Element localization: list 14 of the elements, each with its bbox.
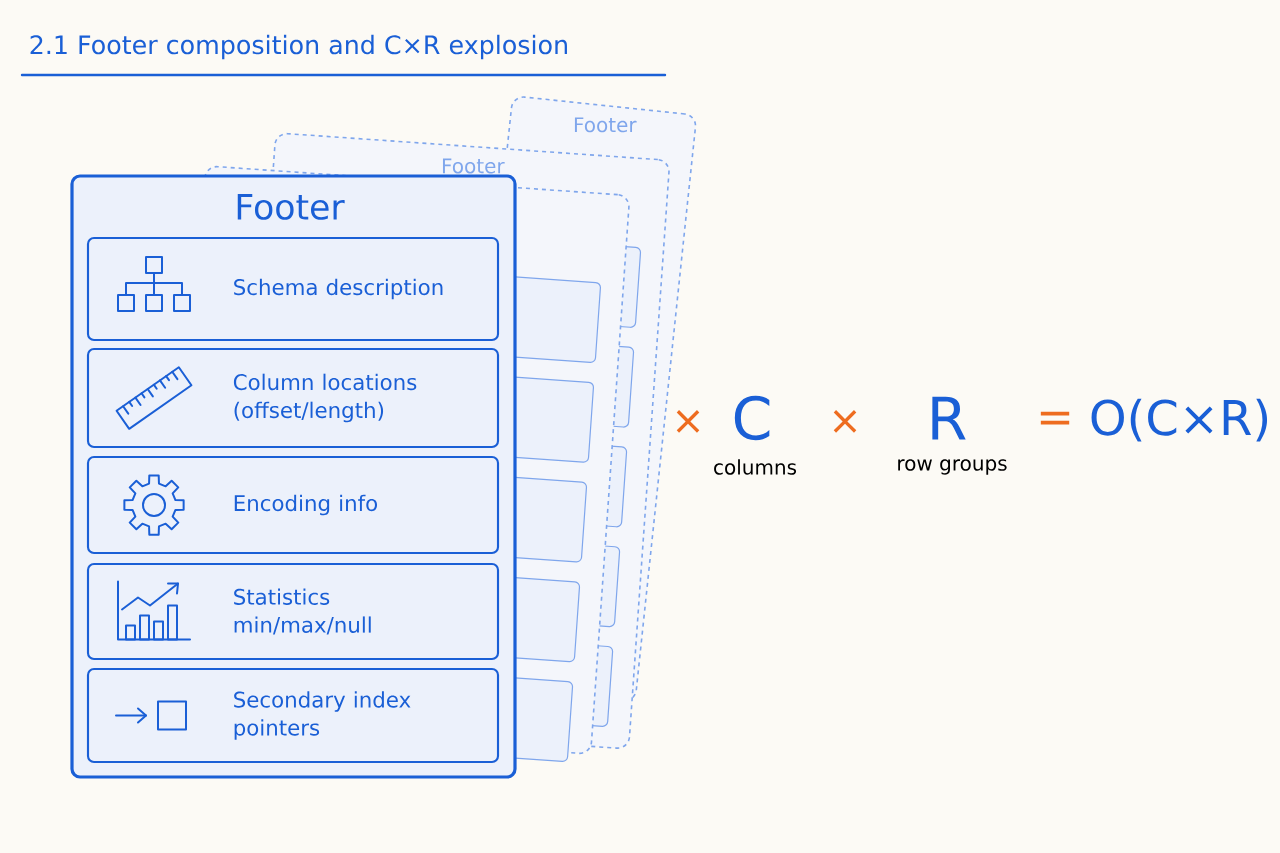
variable: C: [734, 395, 770, 441]
complexity-formula: O(C×R): [1091, 398, 1268, 442]
variable-caption: row groups: [898, 459, 1007, 475]
variable: R: [932, 396, 966, 440]
times-sign: ×: [676, 410, 700, 433]
info-row: Schema description: [86, 236, 500, 342]
times-sign: ×: [833, 410, 857, 433]
variable-caption: columns: [714, 459, 797, 475]
info-row: Statistics min/max/null: [86, 562, 500, 661]
equals-sign: =: [1040, 411, 1070, 425]
info-row: Column locations (offset/length): [86, 347, 500, 449]
info-row: Secondary index pointers: [86, 667, 500, 764]
info-row: Encoding info: [86, 455, 500, 555]
title: 2.1 Footer composition and C×R explosion: [30, 34, 567, 60]
